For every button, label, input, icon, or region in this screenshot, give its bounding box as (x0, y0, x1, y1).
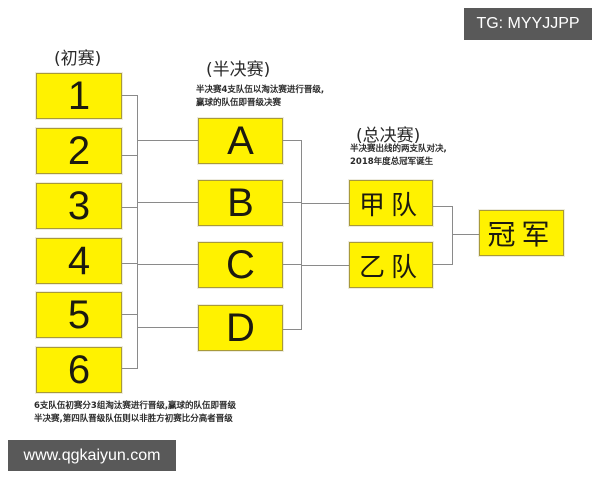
round1-note-line-1: 6支队伍初赛分3组淘汰赛进行晋级,赢球的队伍即晋级 (34, 401, 237, 411)
connector (137, 95, 138, 369)
champion-box: 冠军 (479, 210, 564, 256)
connector (122, 263, 137, 264)
round1-team-2: 2 (36, 128, 122, 174)
semifinal-team-c: C (198, 242, 283, 288)
team-label: 3 (67, 184, 91, 228)
final-note-line-2: 2018年度总冠军诞生 (350, 157, 434, 167)
connector (137, 202, 198, 203)
connector (122, 314, 137, 315)
connector (122, 207, 137, 208)
round1-team-6: 6 (36, 347, 122, 393)
connector (137, 264, 198, 265)
final-title: (总决赛) (356, 126, 421, 146)
final-team-jia: 甲队 (349, 180, 433, 226)
connector (283, 264, 301, 265)
champion-label: 冠军 (487, 218, 556, 251)
team-label: 4 (67, 239, 91, 283)
round1-note-line-2: 半决赛,第四队晋级队伍则以非胜方初赛比分高者晋级 (34, 414, 233, 424)
semifinal-title: (半决赛) (206, 60, 271, 80)
connector (452, 234, 479, 235)
round1-team-3: 3 (36, 183, 122, 229)
connector (283, 329, 301, 330)
team-label: D (226, 306, 255, 350)
team-label: B (227, 181, 254, 225)
semifinal-team-d: D (198, 305, 283, 351)
round1-team-4: 4 (36, 238, 122, 284)
watermark-bottom-left: www.qgkaiyun.com (8, 440, 176, 471)
semifinal-note: 半决赛4支队伍以淘汰赛进行晋级, 赢球的队伍即晋级决赛 (196, 84, 324, 110)
connector (301, 265, 349, 266)
round1-team-5: 5 (36, 292, 122, 338)
team-label: 5 (67, 293, 91, 337)
semifinal-team-a: A (198, 118, 283, 164)
semifinal-team-b: B (198, 180, 283, 226)
connector (283, 140, 301, 141)
connector (452, 206, 453, 265)
connector (122, 95, 137, 96)
watermark-top-right: TG: MYYJJPP (464, 8, 592, 40)
team-label: 甲队 (358, 190, 423, 221)
connector (301, 140, 302, 330)
round1-title: (初赛) (54, 49, 102, 69)
team-label: 乙队 (358, 252, 423, 283)
team-label: A (227, 119, 254, 163)
team-label: 1 (67, 74, 91, 118)
connector (137, 327, 198, 328)
connector (283, 202, 301, 203)
final-note: 半决赛出线的两支队对决, 2018年度总冠军诞生 (350, 143, 447, 169)
round1-note: 6支队伍初赛分3组淘汰赛进行晋级,赢球的队伍即晋级 半决赛,第四队晋级队伍则以非… (34, 400, 236, 426)
round1-team-1: 1 (36, 73, 122, 119)
connector (122, 155, 137, 156)
semifinal-note-line-1: 半决赛4支队伍以淘汰赛进行晋级, (196, 85, 325, 95)
team-label: C (226, 243, 255, 287)
connector (137, 140, 198, 141)
connector (122, 368, 137, 369)
connector (433, 206, 452, 207)
connector (301, 203, 349, 204)
final-note-line-1: 半决赛出线的两支队对决, (350, 144, 447, 154)
team-label: 2 (67, 129, 91, 173)
team-label: 6 (67, 348, 91, 392)
connector (433, 264, 452, 265)
final-team-yi: 乙队 (349, 242, 433, 288)
semifinal-note-line-2: 赢球的队伍即晋级决赛 (196, 98, 282, 108)
